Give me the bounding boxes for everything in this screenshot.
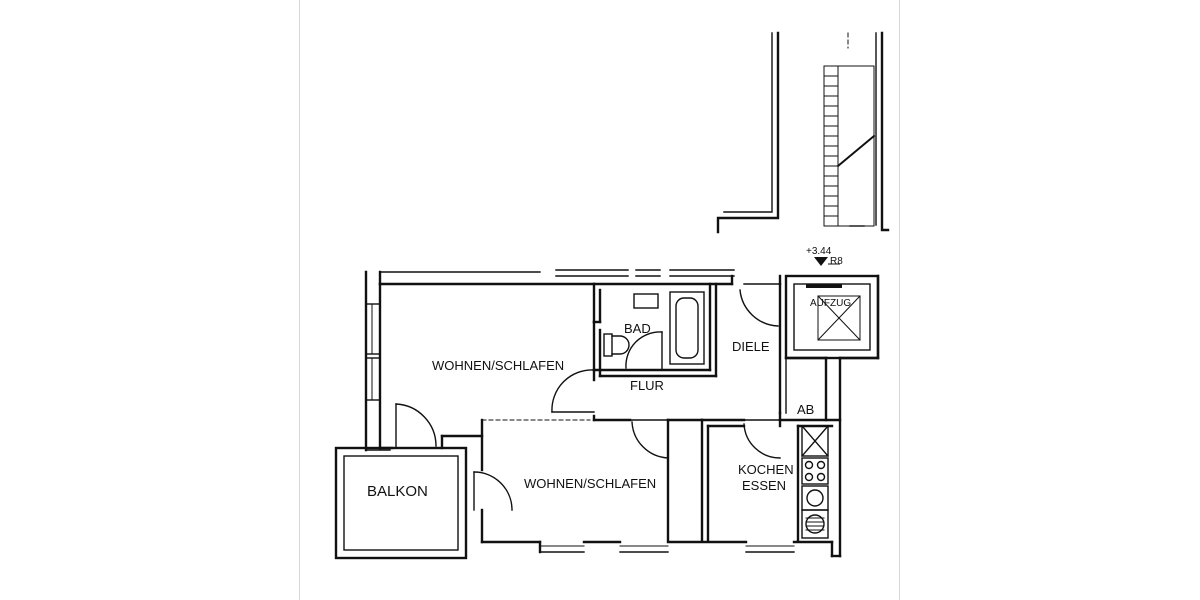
doors (395, 283, 781, 511)
lower-walls (440, 356, 842, 558)
balcony-outline (334, 446, 468, 560)
level-marker-label: R8 (830, 256, 843, 267)
right-frame-line (899, 0, 900, 600)
elevation-label: +3.44 (806, 246, 832, 257)
exterior-walls (364, 269, 787, 452)
stairwell (716, 31, 890, 234)
room-label-hallway: FLUR (630, 378, 664, 393)
room-label-entrance-hall: DIELE (732, 339, 770, 354)
room-label-elevator: AUFZUG (810, 298, 851, 309)
room-label-balcony: BALKON (367, 483, 428, 500)
bathtub (669, 291, 705, 365)
washbasin (633, 293, 659, 309)
room-label-living-bedroom-1: WOHNEN/SCHLAFEN (432, 358, 564, 373)
room-label-living-bedroom-2: WOHNEN/SCHLAFEN (524, 476, 656, 491)
stair-steps (823, 65, 876, 227)
room-label-storage: AB (797, 402, 814, 417)
room-label-kitchen: KOCHEN (738, 462, 794, 477)
left-frame-line (299, 0, 300, 600)
room-label-bathroom: BAD (624, 321, 651, 336)
kitchen-fixtures (801, 425, 829, 539)
toilet (603, 333, 630, 357)
room-label-dining: ESSEN (742, 478, 786, 493)
level-marker-icon (814, 257, 828, 266)
elevator-shaft (778, 274, 880, 360)
